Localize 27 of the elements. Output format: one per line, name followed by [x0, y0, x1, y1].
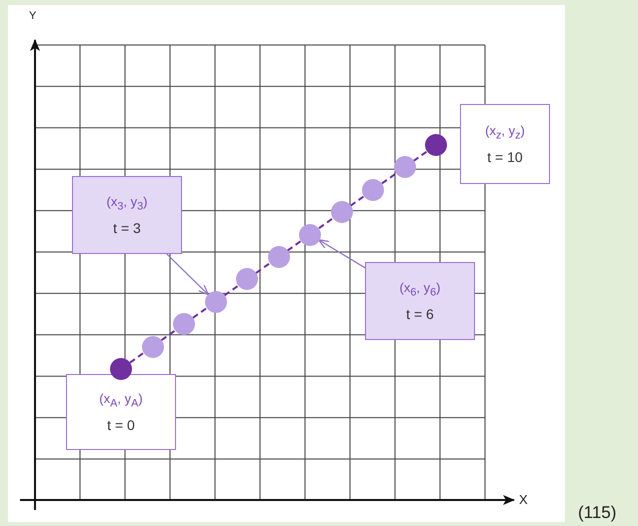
coordinate-label: (x$_{z}$, y$_{z}$) [485, 122, 525, 142]
callout-box [365, 262, 475, 340]
time-label: t = 0 [107, 417, 135, 434]
figure-number: (115) [578, 503, 616, 523]
callout-box [66, 374, 176, 450]
callout-box [72, 176, 182, 254]
time-label: t = 10 [487, 149, 523, 166]
dashed-line [286, 240, 302, 252]
dashed-line [129, 352, 144, 364]
axis-label: Y [29, 10, 36, 22]
dashed-line [412, 150, 428, 162]
dashed-line [318, 218, 334, 230]
coordinate-label: (x$_{A}$, y$_{A}$) [99, 390, 143, 410]
dashed-line [192, 307, 208, 319]
dashed-line [350, 195, 365, 207]
dashed-line [255, 262, 270, 274]
dashed-line [381, 172, 396, 184]
coordinate-label: (x$_{3}$, y$_{3}$) [106, 194, 148, 212]
dashed-line [160, 330, 176, 342]
coordinate-label: (x$_{6}$, y$_{6}$) [400, 280, 440, 298]
axis-label: X [519, 492, 528, 507]
dashed-line [224, 284, 239, 296]
time-label: t = 3 [113, 220, 141, 236]
time-label: t = 6 [406, 306, 434, 322]
leader-line [318, 239, 366, 268]
leader-line [166, 254, 209, 296]
callout-box [460, 104, 550, 184]
